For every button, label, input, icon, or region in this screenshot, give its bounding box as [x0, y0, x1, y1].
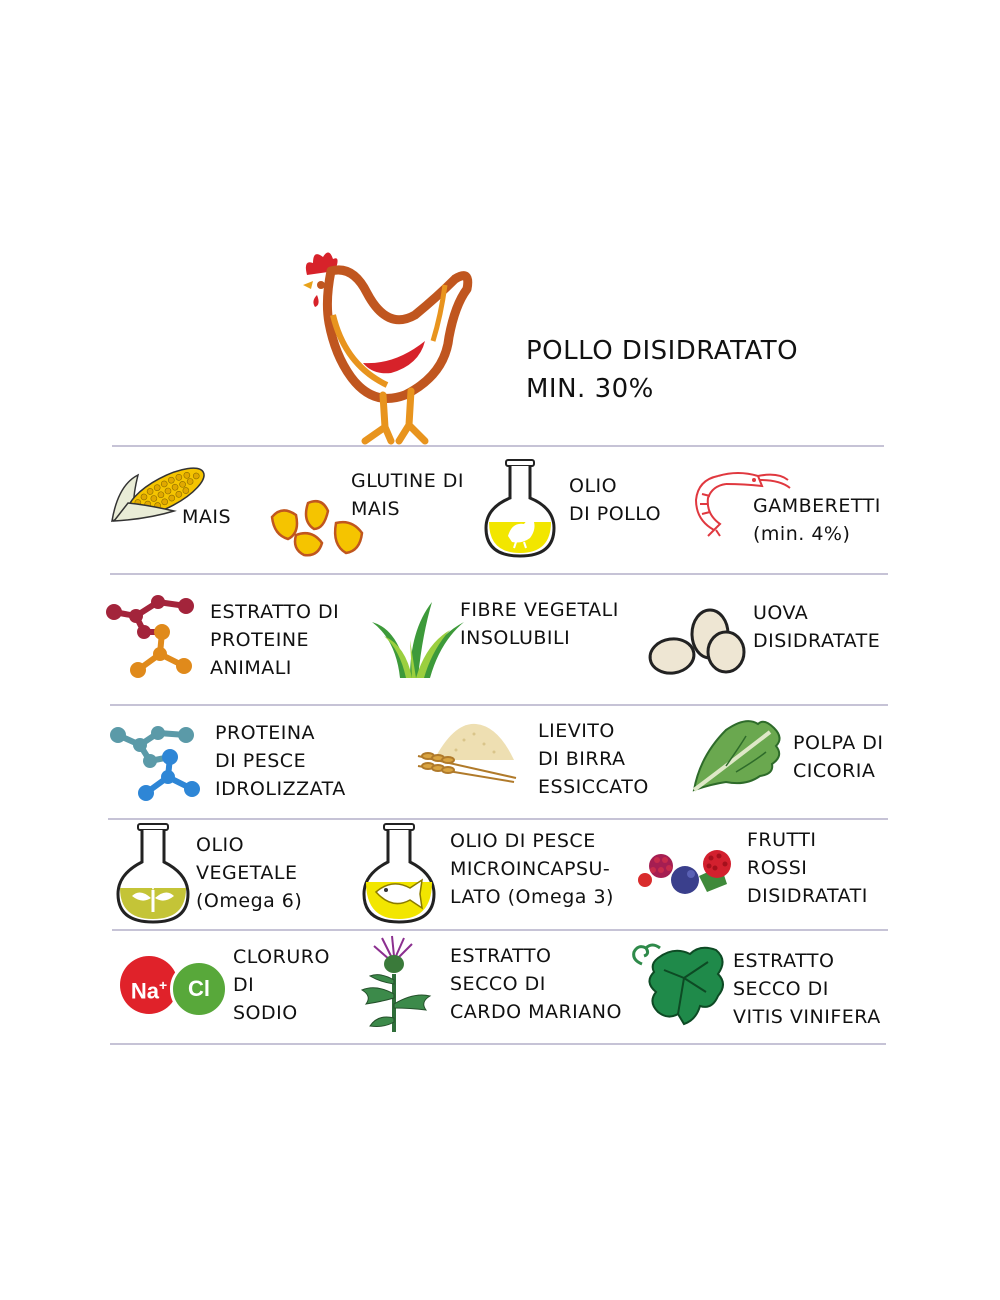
vine-leaf-icon — [632, 943, 724, 1026]
grass-icon — [372, 602, 464, 678]
yeast-wheat-icon — [417, 723, 517, 783]
ingredient-label: POLPA DI CICORIA — [793, 732, 884, 782]
ingredient-label: OLIO DI POLLO — [569, 475, 662, 525]
molecule-blue-icon — [110, 726, 200, 801]
divider — [110, 1043, 886, 1045]
ingredient-label: FIBRE VEGETALI INSOLUBILI — [460, 599, 619, 649]
ingredient-label: GLUTINE DI MAIS — [351, 470, 464, 520]
chlorine-badge: Cl — [170, 960, 228, 1018]
divider — [110, 573, 888, 575]
ingredient-label: GAMBERETTI (min. 4%) — [753, 495, 881, 545]
divider — [108, 818, 888, 820]
ingredient-label: ESTRATTO DI PROTEINE ANIMALI — [210, 601, 340, 679]
title-line-1: POLLO DISIDRATATO — [526, 336, 799, 366]
ingredient-label: MAIS — [182, 506, 232, 528]
milk-thistle-icon — [360, 935, 432, 1032]
sodium-badge: Na+ — [120, 956, 178, 1014]
ingredient-label: CLORURO DI SODIO — [233, 946, 330, 1024]
salt-nacl-icon: Na+ Cl — [120, 956, 228, 1018]
flask-fish-icon — [362, 823, 436, 924]
chicken-icon — [303, 252, 473, 445]
chicory-leaf-icon — [692, 720, 781, 792]
red-fruits-icon — [638, 850, 731, 894]
ingredient-label: FRUTTI ROSSI DISIDRATATI — [747, 829, 868, 907]
molecule-red-icon — [106, 595, 194, 678]
ingredient-label: ESTRATTO SECCO DI CARDO MARIANO — [450, 945, 622, 1023]
ingredient-label: LIEVITO DI BIRRA ESSICCATO — [538, 720, 649, 798]
eggs-icon — [648, 608, 746, 675]
corn-kernels-icon — [270, 500, 364, 557]
ingredient-label: UOVA DISIDRATATE — [753, 602, 881, 652]
flask-plant-icon — [116, 823, 190, 924]
ingredient-label: PROTEINA DI PESCE IDROLIZZATA — [215, 722, 346, 800]
corn-cob-icon — [111, 467, 205, 523]
flask-chicken-icon — [484, 459, 556, 558]
divider — [110, 704, 888, 706]
divider — [112, 929, 888, 931]
ingredient-label: ESTRATTO SECCO DI VITIS VINIFERA — [733, 950, 881, 1028]
ingredient-label: OLIO DI PESCE MICROINCAPSU- LATO (Omega … — [450, 830, 614, 908]
title-line-2: MIN. 30% — [526, 374, 654, 404]
divider — [112, 445, 884, 447]
ingredient-label: OLIO VEGETALE (Omega 6) — [196, 834, 303, 912]
shrimp-icon — [694, 472, 791, 537]
page-title: POLLO DISIDRATATO MIN. 30% — [526, 332, 798, 408]
